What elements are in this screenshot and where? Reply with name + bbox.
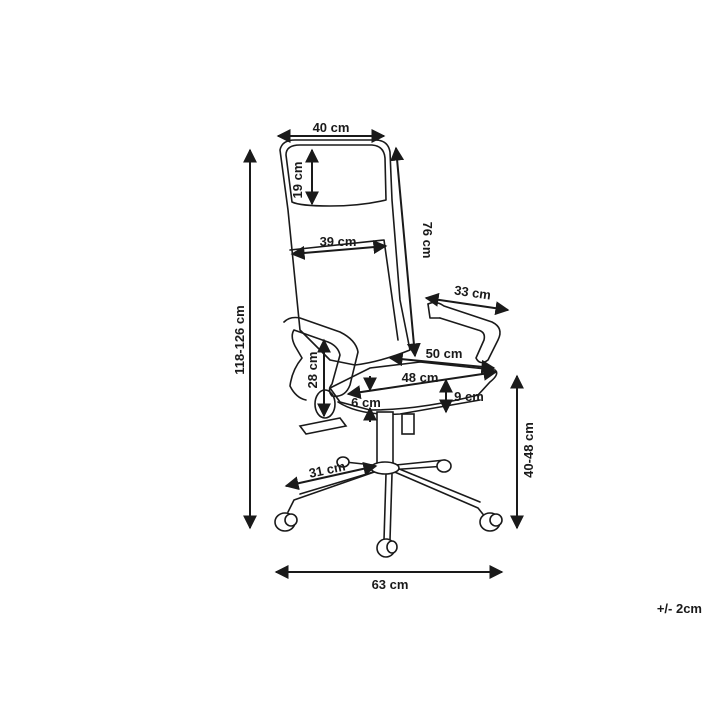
label-seat-height: 40-48 cm [521, 422, 536, 478]
casters [274, 456, 503, 558]
label-back-height: 76 cm [420, 222, 435, 259]
dim-armrest-length [424, 292, 510, 316]
chair-drawing [274, 139, 503, 558]
label-seat-depth: 50 cm [426, 346, 463, 361]
mechanism [298, 417, 348, 435]
label-armrest-height: 28 cm [305, 352, 320, 389]
label-gap: 6 cm [351, 395, 381, 410]
label-headrest-width: 40 cm [313, 120, 350, 135]
gas-lift [376, 411, 394, 468]
dimension-labels: 40 cm 19 cm 76 cm 39 cm 33 cm 50 cm 48 c… [232, 120, 536, 592]
label-base-width: 63 cm [372, 577, 409, 592]
label-armrest-length: 33 cm [453, 283, 492, 303]
lift-lever [401, 413, 415, 435]
right-armrest-support [427, 303, 441, 319]
dimension-lines [243, 129, 524, 579]
headrest [285, 144, 387, 207]
tolerance-note: +/- 2cm [656, 601, 702, 616]
dim-back-height [390, 146, 421, 358]
dim-seat-depth [388, 352, 496, 374]
dim-base-radius [284, 461, 378, 491]
dim-back-width [290, 240, 388, 260]
backrest-inner [289, 239, 399, 341]
label-base-radius: 31 cm [307, 458, 346, 480]
label-total-height: 118-126 cm [232, 305, 247, 374]
label-seat-thickness: 9 cm [454, 389, 484, 404]
left-armrest [283, 316, 359, 401]
label-back-width: 39 cm [320, 234, 357, 249]
label-seat-width: 48 cm [402, 370, 439, 385]
label-headrest-height: 19 cm [290, 162, 305, 199]
